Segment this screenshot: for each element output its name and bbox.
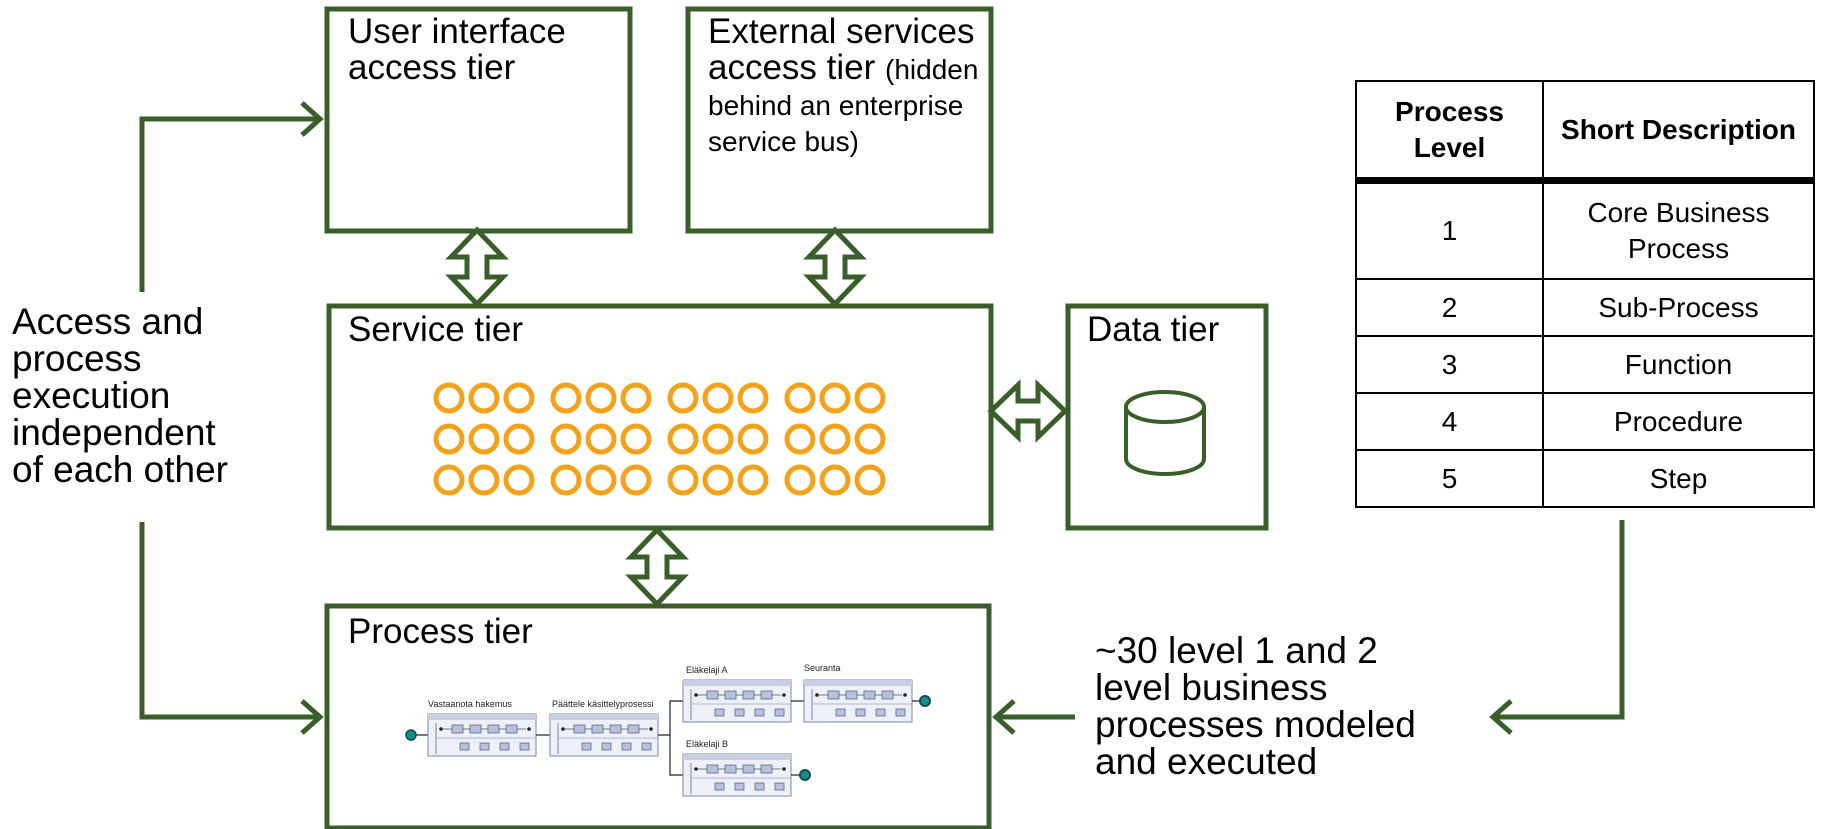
external-services-tier-title-main: External services access tier (708, 12, 975, 87)
table-cell-level: 2 (1355, 278, 1544, 337)
service-ring (819, 464, 851, 496)
service-ring (737, 423, 769, 455)
service-ring (702, 423, 734, 455)
service-ring (784, 464, 816, 496)
table-cell-description: Procedure (1542, 392, 1815, 451)
service-ring (550, 382, 582, 414)
service-ring (667, 382, 699, 414)
table-header-row: Process Level Short Description (1355, 80, 1815, 184)
service-ring (737, 464, 769, 496)
external-services-tier-title: External services access tier (hidden be… (708, 14, 988, 158)
service-tier-box (326, 303, 994, 531)
process-step-label: Seuranta (804, 663, 841, 673)
table-row: 5 Step (1355, 449, 1815, 508)
left-flow-connector (139, 101, 324, 735)
table-row: 1 Core Business Process (1355, 179, 1815, 280)
service-ring (503, 382, 535, 414)
table-row: 4 Procedure (1355, 392, 1815, 451)
left-note-line: process (12, 338, 142, 379)
service-ring (585, 423, 617, 455)
external-service-double-arrow (809, 230, 861, 304)
table-cell-level: 1 (1355, 179, 1544, 280)
table-cell-description: Function (1542, 335, 1815, 394)
service-ring (433, 464, 465, 496)
service-ring (433, 382, 465, 414)
right-note-line: and executed (1095, 741, 1318, 782)
service-process-double-arrow (631, 530, 683, 604)
ui-service-double-arrow (451, 230, 503, 304)
service-ring (550, 464, 582, 496)
external-services-tier-box (685, 6, 994, 234)
process-step-box (549, 713, 659, 757)
service-ring (620, 464, 652, 496)
service-ring (468, 423, 500, 455)
service-ring (737, 382, 769, 414)
right-note: ~30 level 1 and 2 level business process… (1095, 632, 1416, 780)
service-ring (854, 464, 886, 496)
service-ring (854, 423, 886, 455)
process-step-label: Päättele käsittelyprosessi (552, 699, 654, 709)
table-header-description: Short Description (1542, 80, 1815, 184)
process-tier-title: Process tier (348, 612, 533, 651)
right-note-line: ~30 level 1 and 2 (1095, 630, 1378, 671)
table-cell-level: 5 (1355, 449, 1544, 508)
left-note-line: execution (12, 375, 171, 416)
process-step-box (682, 679, 792, 723)
left-note-line: independent (12, 412, 216, 453)
service-ring (550, 423, 582, 455)
process-step-box (427, 713, 537, 757)
database-icon (1124, 390, 1206, 476)
service-ring (819, 423, 851, 455)
service-tier-title: Service tier (348, 310, 524, 349)
service-ring (854, 382, 886, 414)
service-ring (784, 382, 816, 414)
data-tier-title: Data tier (1087, 310, 1220, 349)
data-tier-box (1065, 303, 1269, 531)
service-ring (468, 382, 500, 414)
right-note-line: level business (1095, 667, 1328, 708)
table-header-level: Process Level (1355, 80, 1544, 184)
left-note-line: Access and (12, 301, 204, 342)
service-ring (667, 423, 699, 455)
service-ring (620, 423, 652, 455)
right-flow-connector (992, 520, 1625, 735)
ui-access-tier-title: User interface access tier (348, 12, 566, 87)
service-ring (503, 464, 535, 496)
service-ring (468, 464, 500, 496)
table-row: 3 Function (1355, 335, 1815, 394)
service-ring (585, 464, 617, 496)
table-cell-description: Core Business Process (1542, 179, 1815, 280)
service-rings (433, 382, 886, 496)
service-ring (819, 382, 851, 414)
process-step-label: Eläkelaji B (686, 739, 728, 749)
process-level-table: Process Level Short Description 1 Core B… (1355, 80, 1815, 508)
service-ring (667, 464, 699, 496)
process-flow-diagram: Vastaanota hakemus Päättele käsittelypro… (405, 663, 931, 797)
process-step-label: Eläkelaji A (686, 665, 728, 675)
end-event-icon (919, 695, 931, 707)
service-ring (503, 423, 535, 455)
table-cell-level: 4 (1355, 392, 1544, 451)
external-services-tier-note: (hidden behind an enterprise service bus… (708, 54, 979, 157)
left-note: Access and process execution independent… (12, 303, 228, 488)
table-row: 2 Sub-Process (1355, 278, 1815, 337)
service-ring (585, 382, 617, 414)
process-step-box (682, 753, 792, 797)
process-step-box (803, 679, 913, 723)
service-ring (784, 423, 816, 455)
service-ring (620, 382, 652, 414)
start-event-icon (405, 729, 417, 741)
table-cell-level: 3 (1355, 335, 1544, 394)
right-note-line: processes modeled (1095, 704, 1416, 745)
left-note-line: of each other (12, 449, 228, 490)
end-event-icon (799, 769, 811, 781)
service-ring (433, 423, 465, 455)
table-cell-description: Sub-Process (1542, 278, 1815, 337)
service-ring (702, 382, 734, 414)
table-cell-description: Step (1542, 449, 1815, 508)
service-data-double-arrow (987, 379, 1069, 443)
process-step-label: Vastaanota hakemus (428, 699, 512, 709)
service-ring (702, 464, 734, 496)
